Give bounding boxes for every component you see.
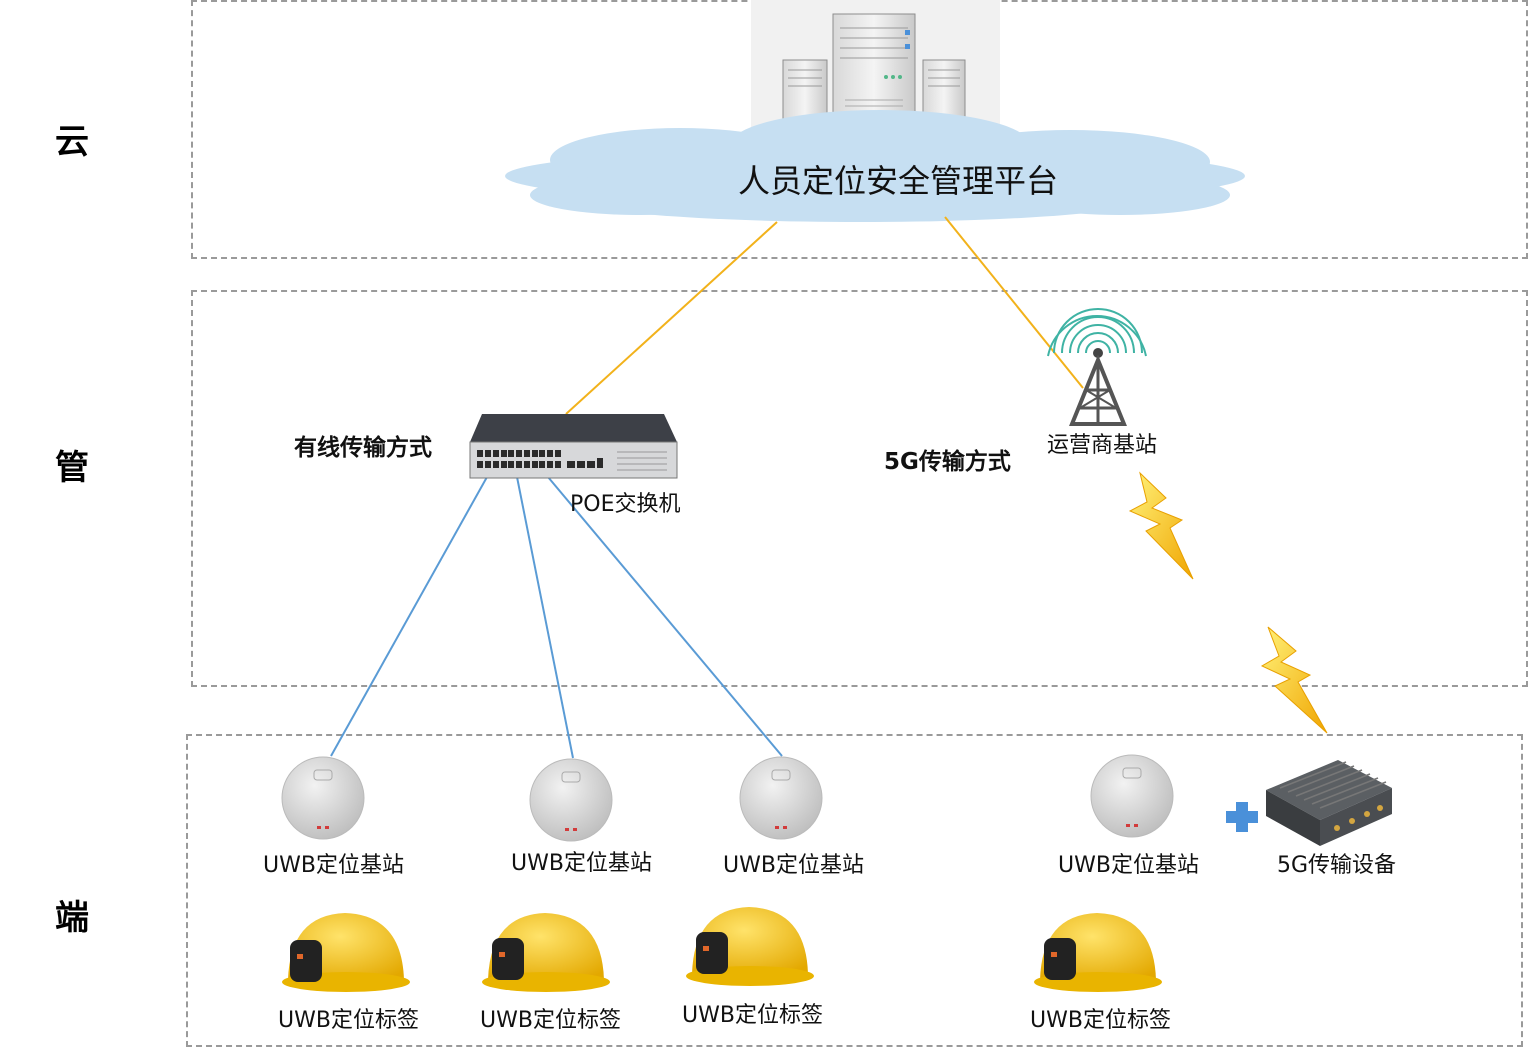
lightning-icon-1 <box>1128 471 1194 580</box>
wired-line-3 <box>547 476 783 757</box>
uwb-base-station-label-1: UWB定位基站 <box>263 853 404 878</box>
uplink-line-tower <box>944 216 1084 389</box>
poe-switch-icon <box>469 414 678 479</box>
uwb-base-station-label-3: UWB定位基站 <box>723 853 864 878</box>
5g-device-icon <box>1266 760 1392 846</box>
plus-icon <box>1226 802 1258 832</box>
edge-zone <box>186 734 1523 1047</box>
pipe-zone <box>191 290 1528 687</box>
cloud-shape <box>505 110 1245 222</box>
telecom-tower-icon <box>1047 308 1147 426</box>
helmet-tag-icon-3 <box>686 907 814 986</box>
uwb-tag-label-2: UWB定位标签 <box>480 1008 621 1033</box>
uwb-base-station-icon-4 <box>1090 754 1174 838</box>
uwb-tag-label-1: UWB定位标签 <box>278 1008 419 1033</box>
uwb-base-station-icon-2 <box>529 758 613 842</box>
helmet-tag-icon-2 <box>482 913 610 992</box>
platform-name: 人员定位安全管理平台 <box>738 162 1059 200</box>
helmet-tag-icon-1 <box>282 913 410 992</box>
wired-line-1 <box>330 476 488 757</box>
layer-label-cloud: 云 <box>55 122 89 162</box>
poe-switch-label: POE交换机 <box>570 492 681 517</box>
uplink-line-switch <box>565 221 778 415</box>
layer-label-edge: 端 <box>55 898 89 938</box>
wired-transport-label: 有线传输方式 <box>294 435 432 461</box>
wired-line-2 <box>516 476 574 759</box>
uwb-base-station-icon-1 <box>281 756 365 840</box>
uwb-tag-label-3: UWB定位标签 <box>682 1003 823 1028</box>
wireless-transport-label: 5G传输方式 <box>884 449 1011 475</box>
lightning-icon-2 <box>1260 626 1328 734</box>
tower-label: 运营商基站 <box>1047 433 1158 458</box>
uwb-base-station-label-2: UWB定位基站 <box>511 851 652 876</box>
helmet-tag-icon-4 <box>1034 913 1162 992</box>
uwb-base-station-label-4: UWB定位基站 <box>1058 853 1199 878</box>
uwb-base-station-icon-3 <box>739 756 823 840</box>
uwb-tag-label-4: UWB定位标签 <box>1030 1008 1171 1033</box>
layer-label-pipe: 管 <box>55 448 89 488</box>
5g-device-label: 5G传输设备 <box>1277 853 1397 878</box>
